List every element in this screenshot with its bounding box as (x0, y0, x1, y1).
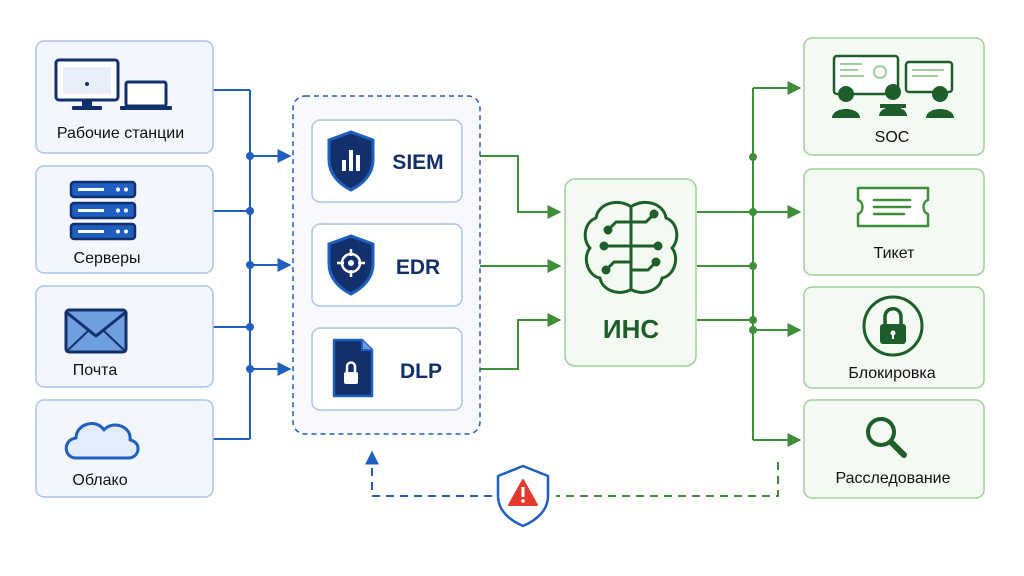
soc-team-icon (832, 54, 954, 118)
source-cloud: Облако (35, 399, 214, 498)
cloud-icon (64, 422, 140, 460)
output-soc: SOC (803, 37, 985, 156)
document-lock-icon (332, 338, 374, 398)
magnifier-icon (866, 417, 907, 458)
output-label: Расследование (835, 470, 950, 487)
workstation-icon (54, 58, 172, 110)
tool-label: SIEM (392, 151, 443, 174)
shield-target-icon (327, 234, 375, 296)
output-investigation: Расследование (803, 399, 985, 499)
lock-icon (862, 295, 924, 357)
brain-circuit-icon (583, 201, 679, 294)
source-mail: Почта (35, 285, 214, 388)
source-label: Рабочие станции (57, 125, 184, 142)
feedback-loop (365, 450, 779, 497)
tool-label: EDR (396, 256, 440, 279)
output-block: Блокировка (803, 286, 985, 389)
security-tools-group: SIEM EDR DLP (292, 95, 481, 435)
tool-label: DLP (400, 360, 442, 383)
tool-edr: EDR (311, 223, 463, 307)
output-ticket: Тикет (803, 168, 985, 276)
output-label: Блокировка (848, 365, 935, 382)
ticket-icon (856, 186, 930, 228)
source-servers: Серверы (35, 165, 214, 274)
tool-dlp: DLP (311, 327, 463, 411)
source-workstations: Рабочие станции (35, 40, 214, 154)
shield-chart-icon (327, 130, 375, 192)
server-icon (69, 180, 137, 241)
source-label: Почта (73, 362, 118, 379)
source-label: Облако (72, 472, 127, 489)
tool-siem: SIEM (311, 119, 463, 203)
output-label: Тикет (874, 245, 916, 262)
core-neural-network: ИНС (564, 178, 697, 367)
source-label: Серверы (74, 250, 141, 267)
core-label: ИНС (603, 314, 659, 344)
mail-icon (64, 308, 128, 354)
output-label: SOC (875, 129, 910, 146)
alert-shield-icon (496, 464, 550, 528)
